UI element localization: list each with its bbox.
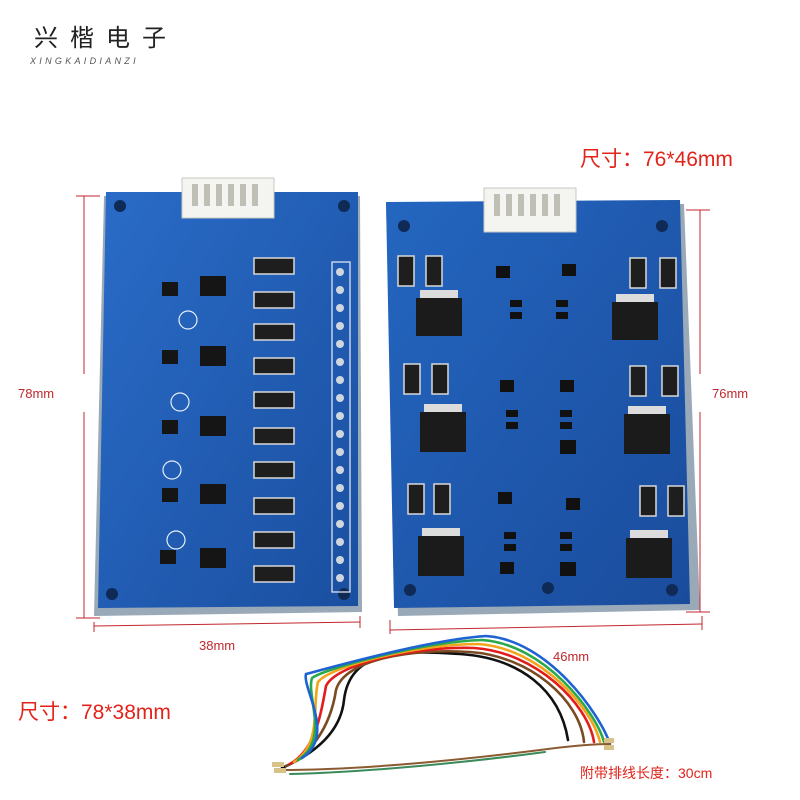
size-label-right: 尺寸：76*46mm xyxy=(580,148,733,171)
cable-length-note: 附带排线长度：30cm xyxy=(580,765,713,781)
dim-left-width: 38mm xyxy=(199,638,236,653)
brand-name-en: XINGKAIDIANZI xyxy=(30,56,139,66)
size-label-left: 尺寸：78*38mm xyxy=(18,701,171,724)
dimension-lines xyxy=(76,195,710,634)
right-pcb-board xyxy=(386,187,700,616)
brand-name-cn: 兴楷电子 xyxy=(34,25,178,52)
dim-right-width: 46mm xyxy=(553,649,590,664)
dim-right-height: 76mm xyxy=(712,386,749,401)
dim-left-height: 78mm xyxy=(18,386,55,401)
ribbon-cable xyxy=(279,634,612,775)
left-pcb-board xyxy=(94,177,362,616)
